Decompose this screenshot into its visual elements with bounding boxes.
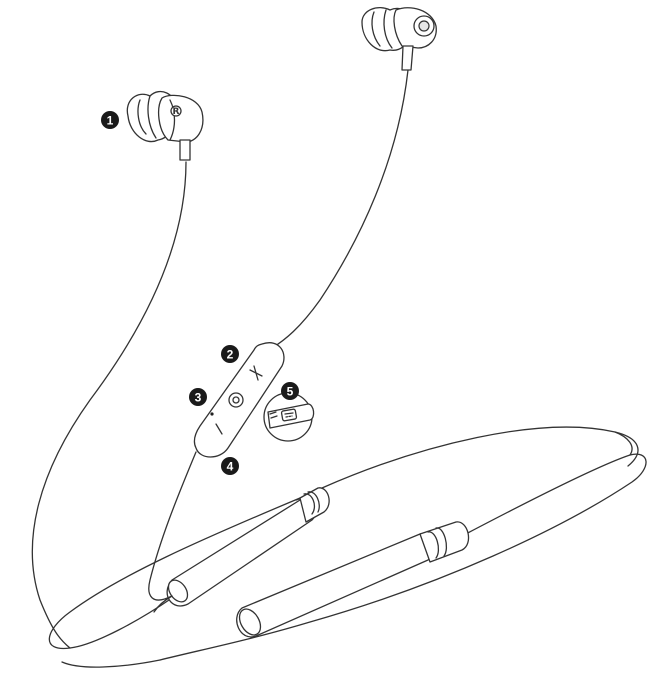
callout-1: 1	[101, 111, 119, 129]
left-housing-pod	[166, 487, 330, 607]
svg-text:1: 1	[107, 114, 114, 128]
callout-4: 4	[221, 457, 239, 475]
left-earbud: R	[126, 91, 204, 161]
svg-text:3: 3	[195, 391, 202, 405]
callout-5: 5	[281, 382, 299, 400]
registered-mark: R	[173, 107, 180, 117]
charging-port-detail	[263, 392, 315, 442]
microphone-dot	[210, 412, 214, 416]
callout-2: 2	[221, 345, 239, 363]
volume-up-button[interactable]	[249, 365, 263, 381]
svg-text:2: 2	[227, 348, 234, 362]
right-earbud	[361, 7, 437, 71]
right-cable-upper	[271, 69, 409, 349]
inline-remote	[193, 342, 285, 458]
multifunction-button[interactable]	[228, 392, 244, 408]
left-cable	[31, 161, 187, 649]
neckband	[48, 426, 647, 668]
right-cable-lower	[148, 451, 197, 601]
right-housing-pod	[236, 521, 470, 638]
callout-3: 3	[189, 388, 207, 406]
volume-down-button[interactable]	[215, 423, 223, 435]
svg-text:5: 5	[287, 385, 294, 399]
svg-text:4: 4	[227, 460, 234, 474]
